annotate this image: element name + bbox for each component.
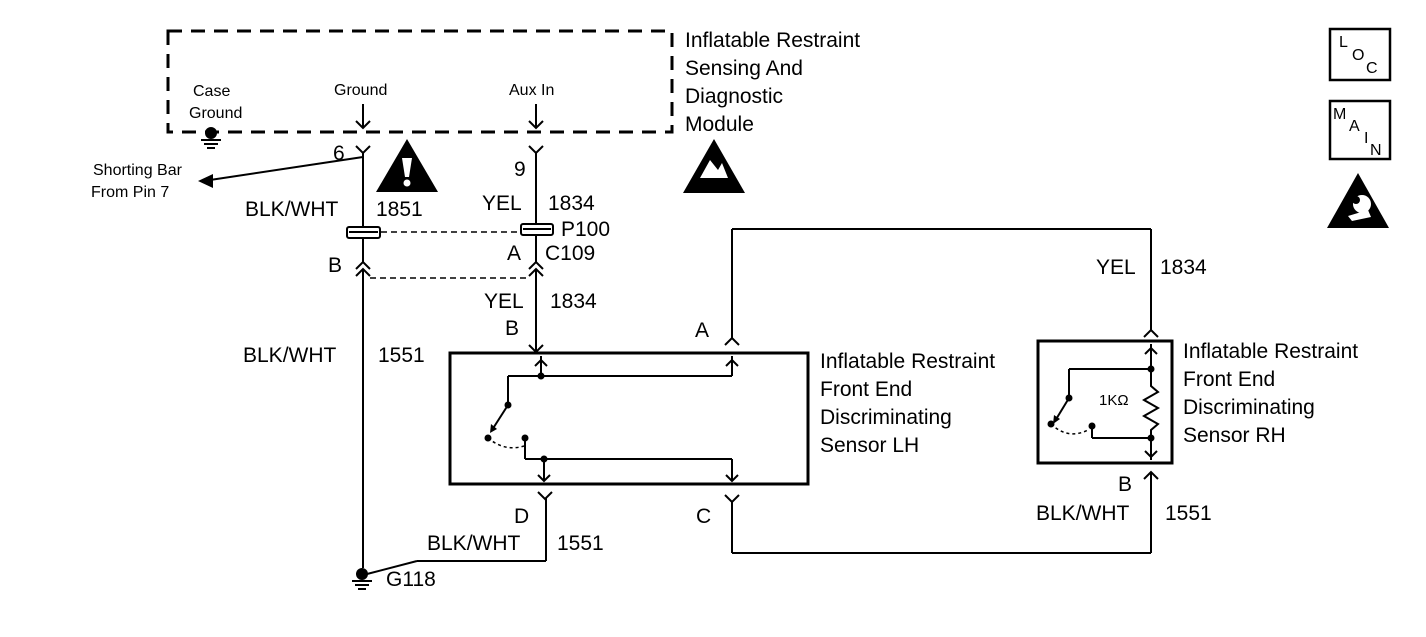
module-title-line-1: Inflatable Restraint bbox=[685, 29, 860, 52]
lh-pin-d-circuit-number: 1551 bbox=[557, 532, 604, 555]
aux-in-pin-label: Aux In bbox=[509, 82, 554, 99]
lh-switch-open-contact bbox=[487, 437, 525, 449]
svg-text:M: M bbox=[1333, 106, 1346, 123]
shorting-bar-label-line-2: From Pin 7 bbox=[91, 184, 169, 201]
rh-bottom-wire-color: BLK/WHT bbox=[1036, 502, 1130, 525]
rh-bottom-circuit-number: 1551 bbox=[1165, 502, 1212, 525]
lh-sensor-pin-b-label: B bbox=[505, 317, 519, 340]
lh-internal-arrow-a-icon bbox=[725, 358, 739, 367]
mid-circuit: 9 YEL 1834 P100 A C109 YEL 1834 B bbox=[482, 145, 610, 354]
lh-internal-arrow-b-icon bbox=[534, 358, 548, 367]
left-lower-wire-color: BLK/WHT bbox=[243, 344, 337, 367]
lh-sensor: Inflatable Restraint Front End Discrimin… bbox=[448, 319, 995, 528]
mid-upper-wire-color: YEL bbox=[482, 192, 522, 215]
sensing-diagnostic-module: Inflatable Restraint Sensing And Diagnos… bbox=[166, 29, 860, 149]
module-title-line-2: Sensing And bbox=[685, 57, 803, 80]
rh-switch-blade bbox=[1054, 397, 1070, 422]
svg-text:L: L bbox=[1339, 34, 1348, 51]
lh-pin-c-label: C bbox=[696, 505, 711, 528]
rh-sensor-title-line-2: Front End bbox=[1183, 368, 1275, 391]
case-ground-label-line-1: Case bbox=[193, 83, 230, 100]
rh-sensor-title-line-3: Discriminating bbox=[1183, 396, 1315, 419]
g118-ground: G118 bbox=[352, 568, 436, 591]
rh-sensor-title-line-1: Inflatable Restraint bbox=[1183, 340, 1358, 363]
case-ground-label-line-2: Ground bbox=[189, 105, 242, 122]
pin-9-label: 9 bbox=[514, 158, 526, 181]
module-dashed-outline bbox=[166, 29, 674, 134]
resistor-icon bbox=[1141, 378, 1161, 436]
lh-pin-d-label: D bbox=[514, 505, 529, 528]
left-upper-circuit-number: 1851 bbox=[376, 198, 423, 221]
svg-text:A: A bbox=[1349, 118, 1360, 135]
case-ground-icon bbox=[201, 127, 221, 149]
rh-top-wire-color: YEL bbox=[1096, 256, 1136, 279]
rh-resistor-label: 1KΩ bbox=[1099, 392, 1129, 409]
lh-sensor-title-line-4: Sensor LH bbox=[820, 434, 919, 457]
left-upper-wire-color: BLK/WHT bbox=[245, 198, 339, 221]
svg-text:I: I bbox=[1364, 130, 1368, 147]
module-title-line-4: Module bbox=[685, 113, 754, 136]
rh-pin-a-terminal-icon bbox=[1143, 328, 1159, 338]
c109-pin-a-label: A bbox=[507, 242, 521, 265]
pin-9-terminal-icon bbox=[528, 145, 544, 155]
g118-label: G118 bbox=[386, 568, 436, 591]
lh-pin-d-wire-color: BLK/WHT bbox=[427, 532, 521, 555]
c109-pin-a-lower-icon bbox=[528, 267, 544, 277]
rh-pin-b-label: B bbox=[1118, 473, 1132, 496]
lh-pin-d-ground-wire: BLK/WHT 1551 bbox=[366, 498, 604, 575]
lh-pin-c-terminal-icon bbox=[724, 494, 740, 504]
mid-lower-circuit-number: 1834 bbox=[550, 290, 597, 313]
rh-yel-wire: YEL 1834 bbox=[731, 228, 1207, 338]
lh-sensor-title-line-1: Inflatable Restraint bbox=[820, 350, 995, 373]
warning-icon bbox=[376, 139, 438, 192]
pin-6-label: 6 bbox=[333, 142, 345, 165]
svg-text:N: N bbox=[1370, 142, 1382, 159]
lh-sensor-outline bbox=[448, 351, 810, 486]
shorting-bar-label-line-1: Shorting Bar bbox=[93, 162, 183, 179]
p100-label: P100 bbox=[561, 218, 610, 241]
pin-6-terminal-icon bbox=[355, 145, 371, 155]
rh-pin-b-terminal-icon bbox=[1143, 470, 1159, 480]
lh-internal-arrow-d-icon bbox=[537, 474, 551, 483]
c109-label: C109 bbox=[545, 242, 595, 265]
c109-pin-b-label: B bbox=[328, 254, 342, 277]
g118-ground-icon bbox=[356, 568, 368, 580]
rh-blk-wire: B BLK/WHT 1551 bbox=[731, 470, 1212, 554]
c109-pin-b-upper-icon bbox=[355, 260, 371, 270]
lh-pin-a-label: A bbox=[695, 319, 709, 342]
rh-top-circuit-number: 1834 bbox=[1160, 256, 1207, 279]
main-icon: M A I N bbox=[1328, 99, 1392, 161]
lh-switch-blade bbox=[491, 404, 509, 431]
lh-pin-d-terminal-icon bbox=[537, 491, 553, 501]
ground-arrow-icon bbox=[355, 120, 371, 130]
c109-pin-b-lower-icon bbox=[355, 267, 371, 277]
lh-sensor-title-line-3: Discriminating bbox=[820, 406, 952, 429]
lh-internal-arrow-c-icon bbox=[725, 474, 739, 483]
shorting-bar-arrow-icon bbox=[198, 174, 213, 188]
left-lower-circuit-number: 1551 bbox=[378, 344, 425, 367]
ground-pin-label: Ground bbox=[334, 82, 387, 99]
rh-sensor-outline bbox=[1036, 339, 1174, 465]
rh-internal-arrow-top-icon bbox=[1144, 346, 1158, 355]
svg-text:O: O bbox=[1352, 47, 1364, 64]
rh-sensor-title-line-4: Sensor RH bbox=[1183, 424, 1286, 447]
rh-sensor: Inflatable Restraint Front End Discrimin… bbox=[1036, 339, 1358, 465]
module-title-line-3: Diagnostic bbox=[685, 85, 783, 108]
aux-in-arrow-icon bbox=[528, 120, 544, 130]
mid-lower-wire-color: YEL bbox=[484, 290, 524, 313]
airbag-warning-icon bbox=[1327, 173, 1389, 228]
c109-pin-a-upper-icon bbox=[528, 260, 544, 270]
rh-internal-arrow-bottom-icon bbox=[1144, 450, 1158, 459]
esd-sensitive-icon bbox=[683, 139, 745, 193]
left-circuit: 6 Shorting Bar From Pin 7 BLK/WHT 1851 B… bbox=[91, 142, 425, 568]
lh-pin-a-terminal-icon bbox=[724, 336, 740, 346]
rh-switch-open-contact bbox=[1050, 423, 1089, 435]
loc-icon: L O C bbox=[1328, 27, 1392, 82]
mid-upper-circuit-number: 1834 bbox=[548, 192, 595, 215]
svg-text:C: C bbox=[1366, 60, 1378, 77]
lh-sensor-title-line-2: Front End bbox=[820, 378, 912, 401]
